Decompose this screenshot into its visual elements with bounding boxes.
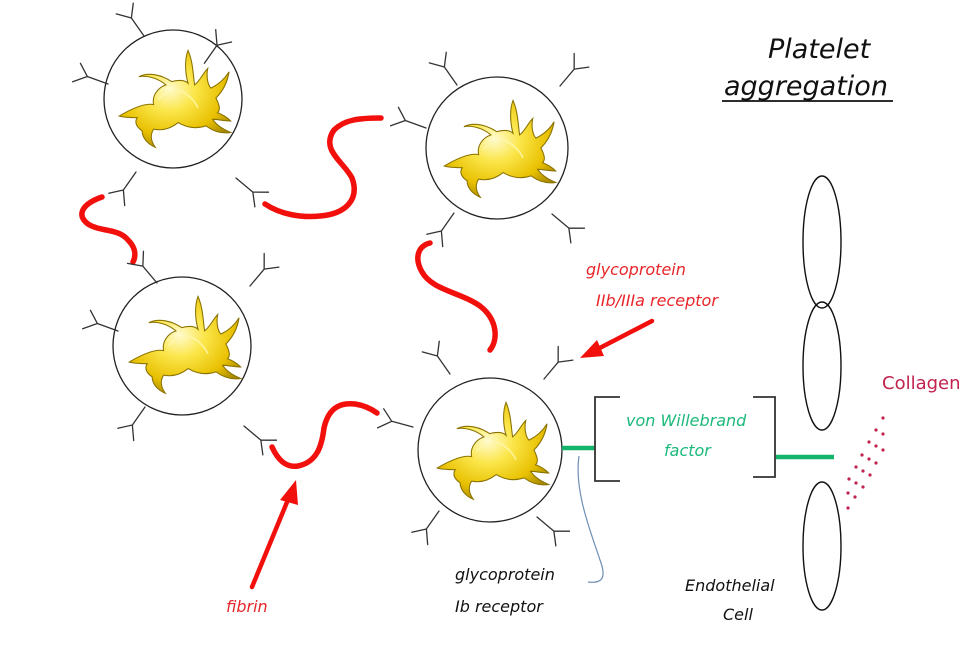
collagen-dot [847,477,851,481]
y-receptor-icon [544,205,586,245]
y-receptor-icon [107,165,145,207]
gp1b-label-line-2: Ib receptor [455,597,544,616]
vwf-label-line-1: von Willebrand [626,411,747,430]
y-receptor-icon [529,508,571,548]
y-receptor-icon [228,169,270,209]
collagen-dot [881,432,885,436]
collagen-dot [846,506,850,510]
collagen-dot [881,416,885,420]
vwf-bracket-right [753,396,776,478]
gp1b-label-line-1: glycoprotein [455,565,555,584]
red-arrow-icon [580,318,655,358]
y-receptor-icon [410,504,448,546]
gp2b3a-label-line-1: glycoprotein [586,260,686,279]
collagen-dot [854,481,858,485]
endothelial-cell-top [802,175,842,309]
collagen-dot [846,491,850,495]
collagen-dot [881,448,885,452]
fibrin-strand-1 [79,194,138,265]
collagen-dot [860,453,864,457]
platelet-middle-left [81,249,281,457]
platelet-top-right [389,50,591,248]
vwf-bracket-left [594,396,620,482]
y-receptor-icon [376,407,417,438]
collagen-dot [861,485,865,489]
y-receptor-icon [421,339,459,381]
y-receptor-icon [116,400,154,442]
red-arrow-icon [249,480,298,590]
endothelial-cell-bottom [802,481,842,611]
y-receptor-icon [551,52,591,94]
gp2b3a-label-line-2: IIb/IIIa receptor [596,291,719,310]
collagen-fibers [846,416,885,510]
fibrin-strand-2 [262,115,384,220]
collagen-dot [867,457,871,461]
gp1b-pointer [577,455,604,583]
endothelial-label-line-1: Endothelial [685,576,775,595]
endothelial-cell-middle [802,301,842,431]
platelet-top-left [71,1,270,209]
y-receptor-icon [241,252,281,294]
fibrin-strand-3 [415,240,498,353]
collagen-dot [861,469,865,473]
platelet-bottom-center [376,339,575,548]
title-line-1: Platelet [768,34,872,65]
collagen-dot [874,428,878,432]
collagen-dot [867,440,871,444]
collagen-dot [854,465,858,469]
collagen-label: Collagen [882,373,961,394]
fibrin-label: fibrin [226,597,268,616]
fibrin-strand-4 [269,400,380,470]
y-receptor-icon [535,345,575,387]
collagen-dot [868,473,872,477]
collagen-dot [874,444,878,448]
y-receptor-icon [425,206,463,248]
y-receptor-icon [389,106,431,139]
title-line-2: aggregation [724,71,888,102]
collagen-dot [853,495,857,499]
endothelial-label-line-2: Cell [723,605,753,624]
y-receptor-icon [428,50,466,92]
collagen-dot [874,461,878,465]
vwf-label-line-2: factor [664,441,712,460]
